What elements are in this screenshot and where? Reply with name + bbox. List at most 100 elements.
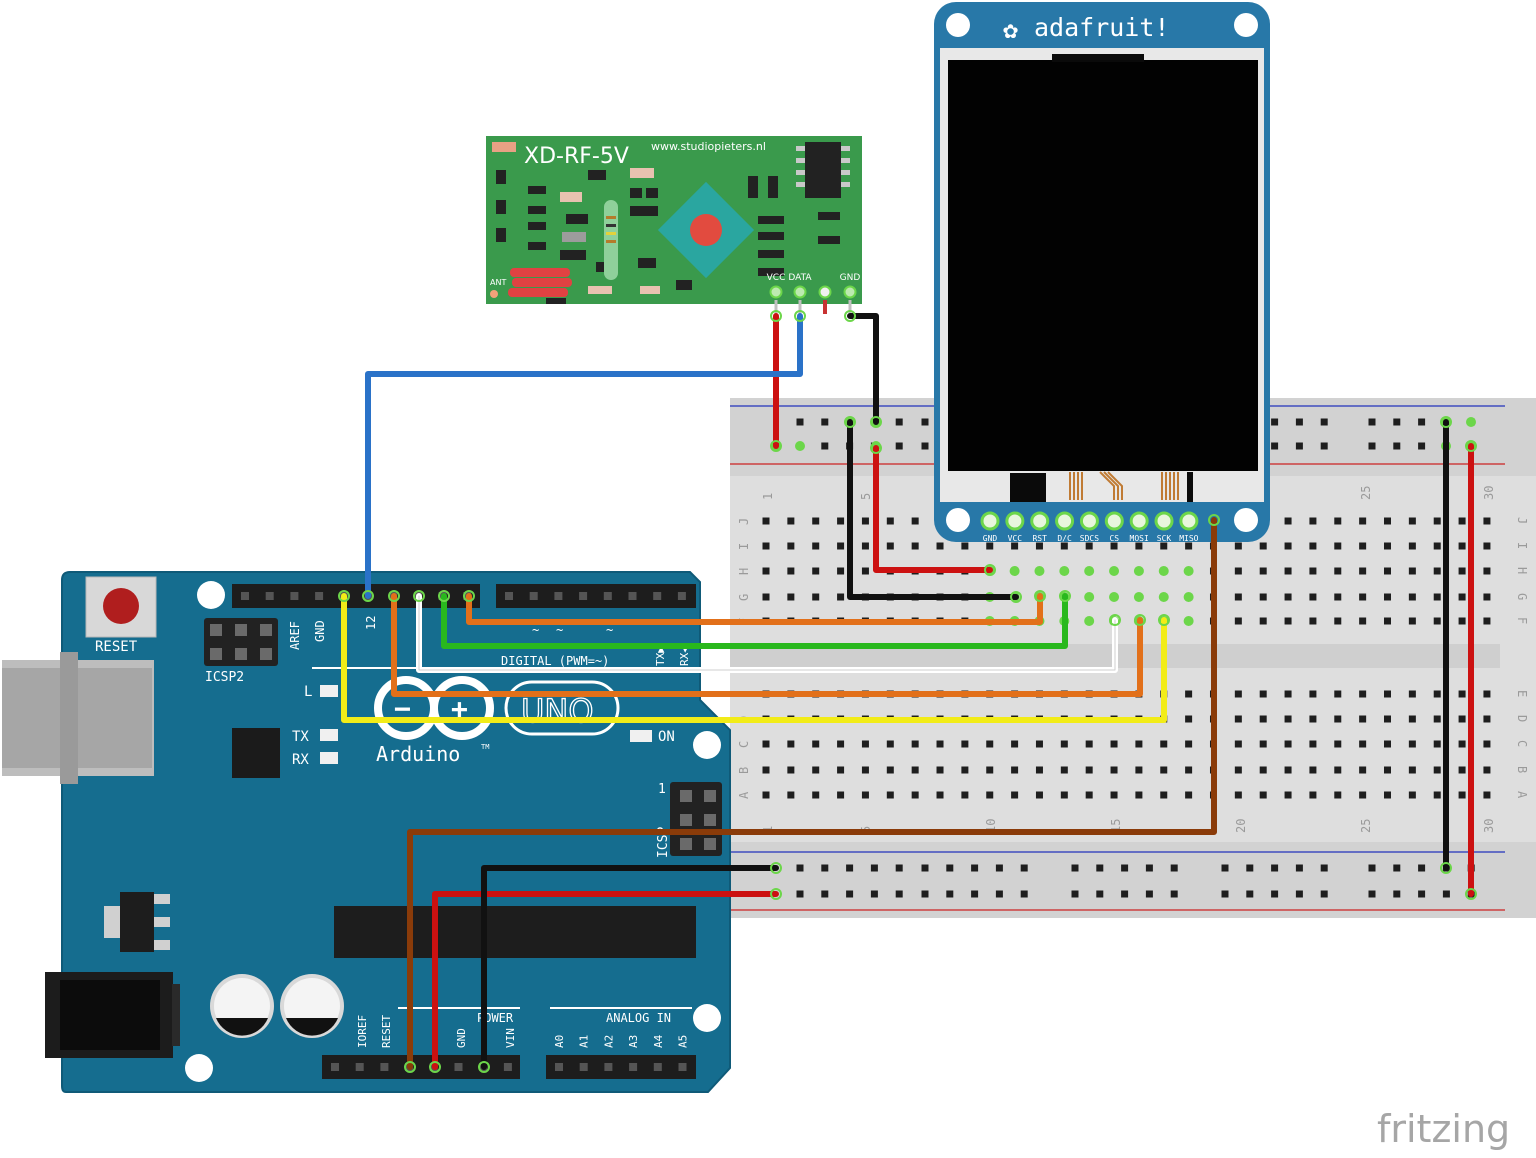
dc-power-jack (45, 972, 180, 1058)
power-pin-label: VIN (504, 1028, 517, 1048)
rail-hole (1393, 418, 1401, 426)
wire-yellow[interactable] (341, 593, 1167, 723)
bb-hole (1334, 542, 1342, 550)
mount-hole (693, 1004, 721, 1032)
reset-button[interactable] (85, 576, 157, 638)
bb-hole (1234, 715, 1242, 723)
wire-endpoint (413, 590, 425, 602)
bb-hole (812, 542, 820, 550)
bb-hole-active (1133, 592, 1144, 602)
tft-pin (1129, 511, 1149, 531)
bb-hole (861, 567, 869, 575)
header-pin (677, 592, 686, 600)
column-numbers-top: 1 5 25 30 (761, 486, 1496, 500)
smd-part (588, 286, 612, 294)
wire-tft-gnd[interactable] (847, 419, 1019, 600)
wire-orange-1[interactable] (391, 593, 1143, 697)
wire-rf-data[interactable] (365, 313, 803, 599)
smd-part (748, 176, 758, 198)
rail-hole (821, 890, 829, 898)
smd-part (638, 258, 656, 268)
bb-hole (1458, 567, 1466, 575)
bb-hole (1185, 542, 1193, 550)
bb-hole-active (1183, 592, 1194, 602)
smd-part (676, 280, 692, 290)
bb-hole (812, 791, 820, 799)
mount-hole (185, 1054, 213, 1082)
wire-tft-vcc[interactable] (873, 445, 993, 573)
rail-hole (921, 418, 929, 426)
wire-green[interactable] (441, 593, 1068, 649)
led-rx-label: RX (292, 752, 309, 768)
wire-endpoint (770, 888, 782, 900)
uno-label: UNO (521, 692, 594, 730)
led-tx-label: TX (292, 729, 309, 745)
bb-hole (1458, 593, 1466, 601)
bb-hole (1384, 567, 1391, 575)
wire-rf-gnd[interactable] (847, 313, 879, 425)
bb-hole (1408, 617, 1416, 625)
bb-hole (1433, 791, 1441, 799)
smd-components (496, 168, 840, 304)
wire-endpoint (794, 310, 806, 322)
wire-power-black[interactable] (481, 865, 779, 1070)
bb-hole (1359, 791, 1367, 799)
wire-endpoint (770, 440, 782, 452)
rail-hole (1221, 890, 1229, 898)
bb-hole (1334, 517, 1342, 525)
row-label: J (1515, 517, 1529, 524)
bb-hole (762, 517, 770, 525)
antenna-coil (508, 268, 572, 297)
header-pin (505, 592, 513, 600)
smd-part (818, 236, 840, 244)
wire-brown[interactable] (407, 517, 1217, 1070)
bb-hole (762, 593, 770, 601)
bb-hole-active (1466, 417, 1476, 427)
bb-hole (1384, 617, 1391, 625)
smd-part (528, 242, 546, 250)
rail-hole (1393, 442, 1401, 450)
rf-pin (769, 285, 783, 299)
rail-hole (1320, 864, 1328, 872)
bb-hole (986, 542, 994, 550)
bb-hole (1359, 740, 1367, 748)
rail-hole (1221, 864, 1229, 872)
bb-hole (886, 740, 894, 748)
bb-hole (1234, 766, 1242, 774)
bb-hole (1259, 791, 1267, 799)
bb-hole (837, 791, 845, 799)
wire-endpoint (870, 416, 882, 428)
bb-hole (762, 567, 770, 575)
bb-hole (837, 740, 845, 748)
wire-white-outline (418, 595, 1116, 671)
tft-pin-label: D/C (1057, 534, 1072, 543)
row-label: A (1515, 791, 1529, 799)
bb-hole (1185, 715, 1193, 723)
rail-hole (895, 418, 903, 426)
wire-power-red[interactable] (432, 891, 779, 1070)
rf-pin (793, 285, 807, 299)
tft-pins (980, 511, 1199, 531)
icsp2-label: ICSP2 (205, 670, 244, 685)
rf-pin-label: VCC (767, 273, 786, 283)
tft-pin (1154, 511, 1174, 531)
rail-hole (846, 864, 854, 872)
icsp-pin (680, 790, 692, 802)
arduino-logo: − + UNO (374, 676, 620, 740)
bb-hole (1284, 567, 1292, 575)
wire-endpoint (1465, 888, 1477, 900)
wire-orange-2[interactable] (466, 593, 1043, 625)
rail-hole (1393, 864, 1401, 872)
bb-hole-active (1059, 566, 1070, 576)
bb-hole (1185, 766, 1193, 774)
bb-hole (1458, 791, 1466, 799)
bb-hole (762, 766, 770, 774)
wire-endpoint (770, 862, 782, 874)
rail-hole (1295, 864, 1303, 872)
bb-hole (1011, 766, 1019, 774)
rail-hole (971, 890, 979, 898)
